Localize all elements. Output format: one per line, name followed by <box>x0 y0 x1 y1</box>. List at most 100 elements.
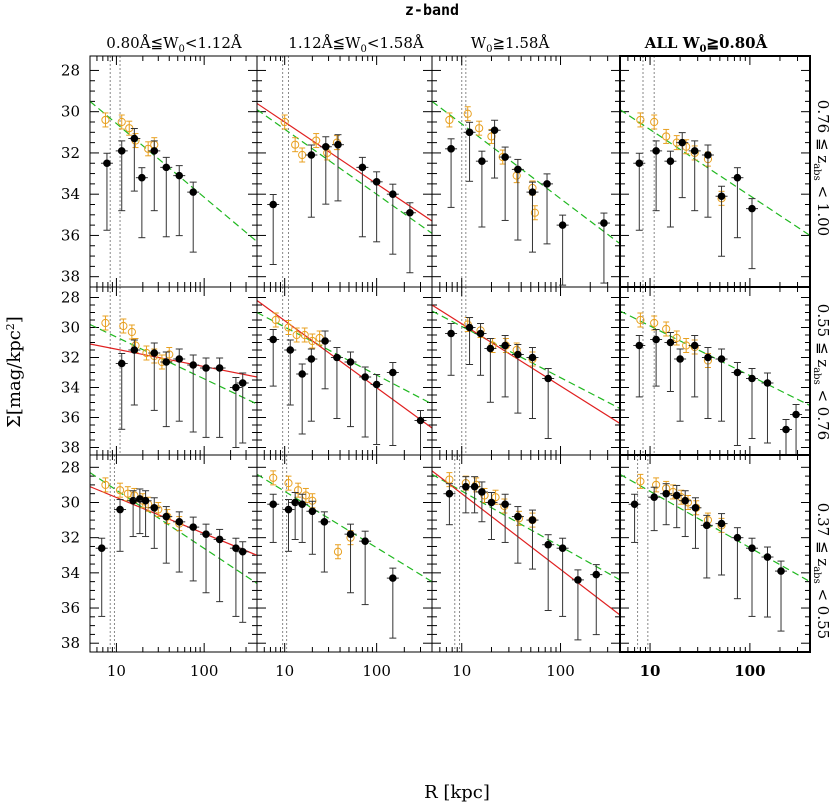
chart-title: z-band <box>405 1 459 19</box>
comparison-point <box>101 318 110 328</box>
comparison-point <box>650 117 659 127</box>
x-tick-label: 100 <box>362 662 391 680</box>
panel-frame <box>256 454 433 653</box>
data-point <box>346 358 355 366</box>
data-point <box>269 335 277 344</box>
y-tick-label: 28 <box>61 61 80 79</box>
comparison-point <box>475 124 484 133</box>
data-point <box>528 188 537 196</box>
y-tick-label: 30 <box>61 319 80 337</box>
data-point <box>129 496 137 505</box>
data-point <box>782 425 790 434</box>
comparison-point <box>101 480 110 490</box>
panel-r1-c2 <box>256 55 433 288</box>
data-point <box>487 498 496 507</box>
row-label-2: 0.55 ≦ zabs < 0.76 <box>811 304 830 440</box>
x-tick-label: 100 <box>734 662 765 680</box>
panel-frame <box>619 454 811 653</box>
data-point <box>291 498 299 507</box>
data-point <box>189 523 198 531</box>
data-point <box>652 147 660 155</box>
data-point <box>175 518 184 526</box>
panel-r2-c1 <box>89 286 258 456</box>
x-tick-label: 100 <box>190 662 219 680</box>
column-label-3: W0≧1.58Å <box>471 34 550 55</box>
data-point <box>447 145 455 153</box>
data-point <box>514 165 522 174</box>
data-point <box>748 204 756 213</box>
comparison-point <box>127 327 136 337</box>
data-point <box>691 503 700 512</box>
column-label-2: 1.12Å≦W0<1.58Å <box>288 34 424 55</box>
reference-fit-line <box>620 473 810 583</box>
data-point <box>333 353 341 362</box>
data-point <box>298 370 306 378</box>
data-point <box>307 151 316 159</box>
data-point <box>574 576 582 584</box>
panel-r2-c3 <box>431 286 621 456</box>
data-point <box>130 134 139 143</box>
data-point <box>717 192 726 201</box>
y-tick-label: 32 <box>61 529 80 547</box>
comparison-point <box>636 477 645 486</box>
reference-fit-line <box>257 109 432 234</box>
x-tick-label: 10 <box>107 662 126 680</box>
reference-fit-line <box>90 472 257 584</box>
data-point <box>150 503 159 512</box>
reference-fit-line <box>90 100 257 243</box>
data-point <box>600 219 608 227</box>
data-point <box>666 157 675 165</box>
data-point <box>690 341 699 350</box>
data-point <box>215 364 224 372</box>
panel-plot-area <box>432 100 620 286</box>
comparison-point <box>636 115 645 125</box>
panel-r1-c4 <box>619 55 811 288</box>
row-label-3: 0.37 ≦ zabs < 0.55 <box>811 503 830 639</box>
comparison-point <box>662 324 671 334</box>
data-point <box>792 410 800 419</box>
x-tick-label: 10 <box>275 662 294 680</box>
comparison-point <box>291 140 300 149</box>
data-point <box>748 544 756 553</box>
data-point <box>117 359 126 368</box>
data-point <box>528 353 537 362</box>
data-point <box>514 512 522 521</box>
data-point <box>389 574 397 582</box>
data-point <box>486 344 495 353</box>
data-point <box>269 500 277 509</box>
data-point <box>704 353 712 362</box>
data-point <box>269 200 277 209</box>
y-tick-label: 36 <box>61 599 80 617</box>
data-point <box>361 373 369 381</box>
panel-frame <box>89 454 258 653</box>
panel-r3-c2 <box>256 454 433 653</box>
reference-fit-line <box>432 473 620 581</box>
data-point <box>406 208 414 217</box>
data-point <box>672 491 681 500</box>
data-point <box>704 151 712 159</box>
column-label-4: ALL W0≧0.80Å <box>644 34 768 55</box>
data-point <box>501 500 509 509</box>
data-point <box>320 518 329 526</box>
data-point <box>175 355 184 363</box>
data-point <box>543 180 551 188</box>
comparison-point <box>284 479 293 488</box>
data-point <box>558 544 567 553</box>
data-point <box>103 159 111 168</box>
comparison-point <box>652 480 661 490</box>
data-point <box>389 190 397 198</box>
panel-plot-area <box>90 472 257 623</box>
comparison-point <box>117 117 126 127</box>
comparison-point <box>292 330 301 340</box>
data-point <box>445 489 454 498</box>
data-point <box>162 163 171 172</box>
y-tick-label: 32 <box>61 144 80 162</box>
fit-line <box>432 304 620 425</box>
comparison-point <box>312 136 321 145</box>
panel-plot-area <box>257 300 432 455</box>
data-point <box>361 537 369 545</box>
y-tick-label: 36 <box>61 409 80 427</box>
y-tick-label: 38 <box>61 268 80 286</box>
data-point <box>334 140 342 149</box>
comparison-point <box>636 315 645 325</box>
